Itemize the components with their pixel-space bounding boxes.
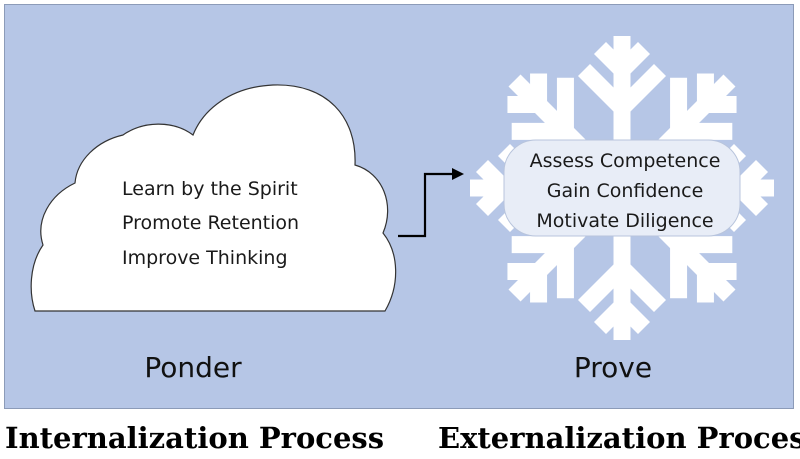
ponder-item-retention: Promote Retention [122,212,300,234]
prove-label: Prove [573,351,653,384]
flow-arrow-head [452,168,464,180]
flow-arrow [398,172,453,238]
prove-item-confidence: Gain Confidence [546,180,704,202]
internalization-caption: Internalization Process [5,421,385,455]
prove-item-diligence: Motivate Diligence [536,210,714,232]
snowflake-shape [470,36,774,340]
diagram-shapes [30,36,794,409]
ponder-label: Ponder [144,351,242,384]
prove-item-competence: Assess Competence [529,150,721,172]
diagram-panel: Learn by the Spirit Promote Retention Im… [4,4,794,409]
cloud-shape [30,84,397,312]
ponder-item-thinking: Improve Thinking [122,247,288,269]
ponder-item-learn: Learn by the Spirit [122,178,298,200]
externalization-caption: Externalization Process [438,421,800,455]
